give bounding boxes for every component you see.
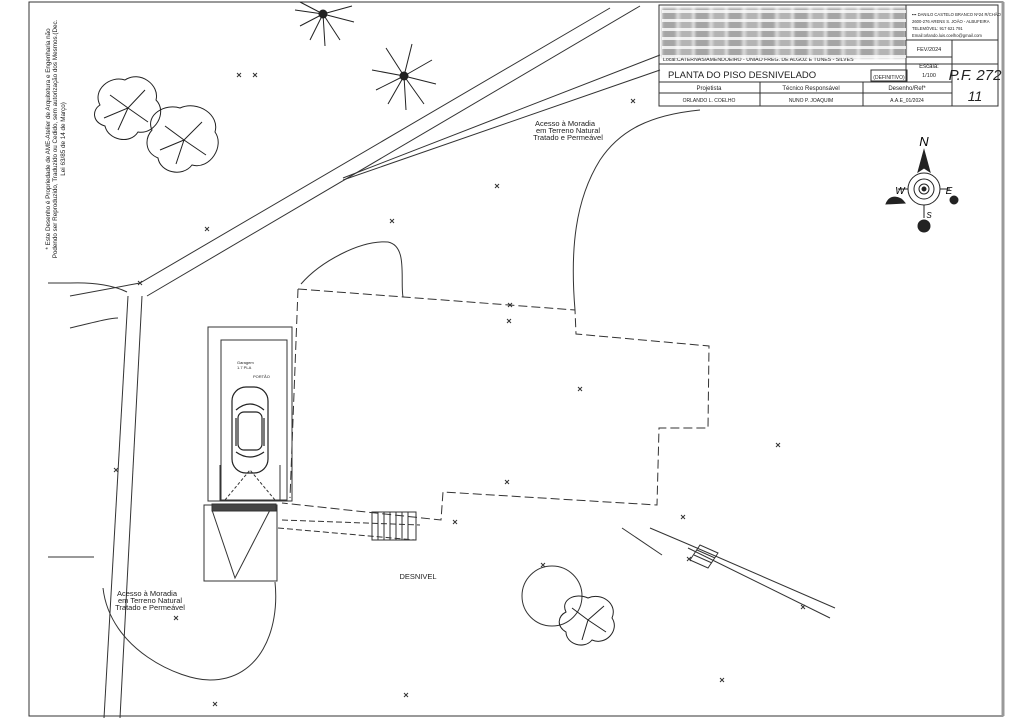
header-designer: Projetista <box>696 86 722 92</box>
compass-e: E <box>946 186 953 197</box>
header-drawing-ref: Desenho/Ref* <box>888 86 926 92</box>
tree-icon <box>294 1 355 47</box>
access-label-bottom-2: em Terreno Natural <box>118 596 182 605</box>
header-technician: Técnico Responsável <box>782 86 839 92</box>
tree-icon <box>371 43 437 111</box>
sheet-number: 11 <box>968 88 983 104</box>
designer-name: ORLANDO L. COELHO <box>683 98 736 104</box>
title-block <box>658 4 999 107</box>
building-outline <box>281 288 710 521</box>
compass-s: S <box>926 211 932 220</box>
access-label-top-2: em Terreno Natural <box>536 126 600 135</box>
compass-n: N <box>919 134 929 149</box>
drawing-ref: A.A.E_01/2024 <box>890 98 924 104</box>
access-label-bottom-3: Tratado e Permeável <box>115 603 185 612</box>
technician-name: NUNO P. JOAQUIM <box>789 98 833 104</box>
company-line: Email:orlando.luis.coelho@gmail.com <box>912 33 982 38</box>
access-label-top-1: Acesso à Moradia <box>535 119 596 128</box>
stairs <box>371 511 417 541</box>
redacted-block-lines <box>662 8 906 58</box>
road-lines <box>48 5 836 719</box>
company-line: 2600-276 ARENS S. JOÃO - ALBUFEIRA <box>912 19 990 24</box>
access-label-bottom-1: Acesso à Moradia <box>117 589 178 598</box>
desnivel-label: DESNIVEL <box>399 572 436 581</box>
tree-icon <box>558 595 615 646</box>
planter-circle <box>521 565 583 627</box>
location-text: Local:CATERNAS/AMENDOEIRO - UNIÃO FREG. … <box>663 56 854 63</box>
gate-label: PORTÃO <box>253 374 270 379</box>
garage-label: Garagem <box>237 360 254 365</box>
garage-area <box>203 326 421 582</box>
company-line: ▪▪▪ DANILO CASTELO BRANCO Nº24 R/CHÃO <box>912 12 1002 17</box>
scale-label: Escala: <box>919 64 939 70</box>
company-line: TELEMÓVEL: 917 621 791 <box>912 26 963 31</box>
terrain-curves <box>102 109 701 681</box>
exterior-steps <box>689 544 719 569</box>
car-icon <box>231 386 269 474</box>
date-value: FEV/2024 <box>917 47 941 53</box>
compass-icon <box>885 148 959 233</box>
tree-icon <box>94 76 162 141</box>
compass-w: W <box>895 186 906 197</box>
scale-value: 1/100 <box>922 73 936 79</box>
definitive-tag: (DEFINITIVO) <box>873 75 905 81</box>
garage-area-label: 1.7 PLA <box>237 365 252 370</box>
drawing-title: PLANTA DO PISO DESNIVELADO <box>668 70 816 81</box>
sheet-code: P.F. 272 <box>949 67 1002 84</box>
gate-hatch <box>211 503 277 512</box>
spot-markers <box>113 72 806 707</box>
tree-icon <box>146 105 219 173</box>
access-label-top-3: Tratado e Permeável <box>533 133 603 142</box>
copyright-note: * Este Desenho é Propriedade de AME-Atel… <box>45 19 67 259</box>
